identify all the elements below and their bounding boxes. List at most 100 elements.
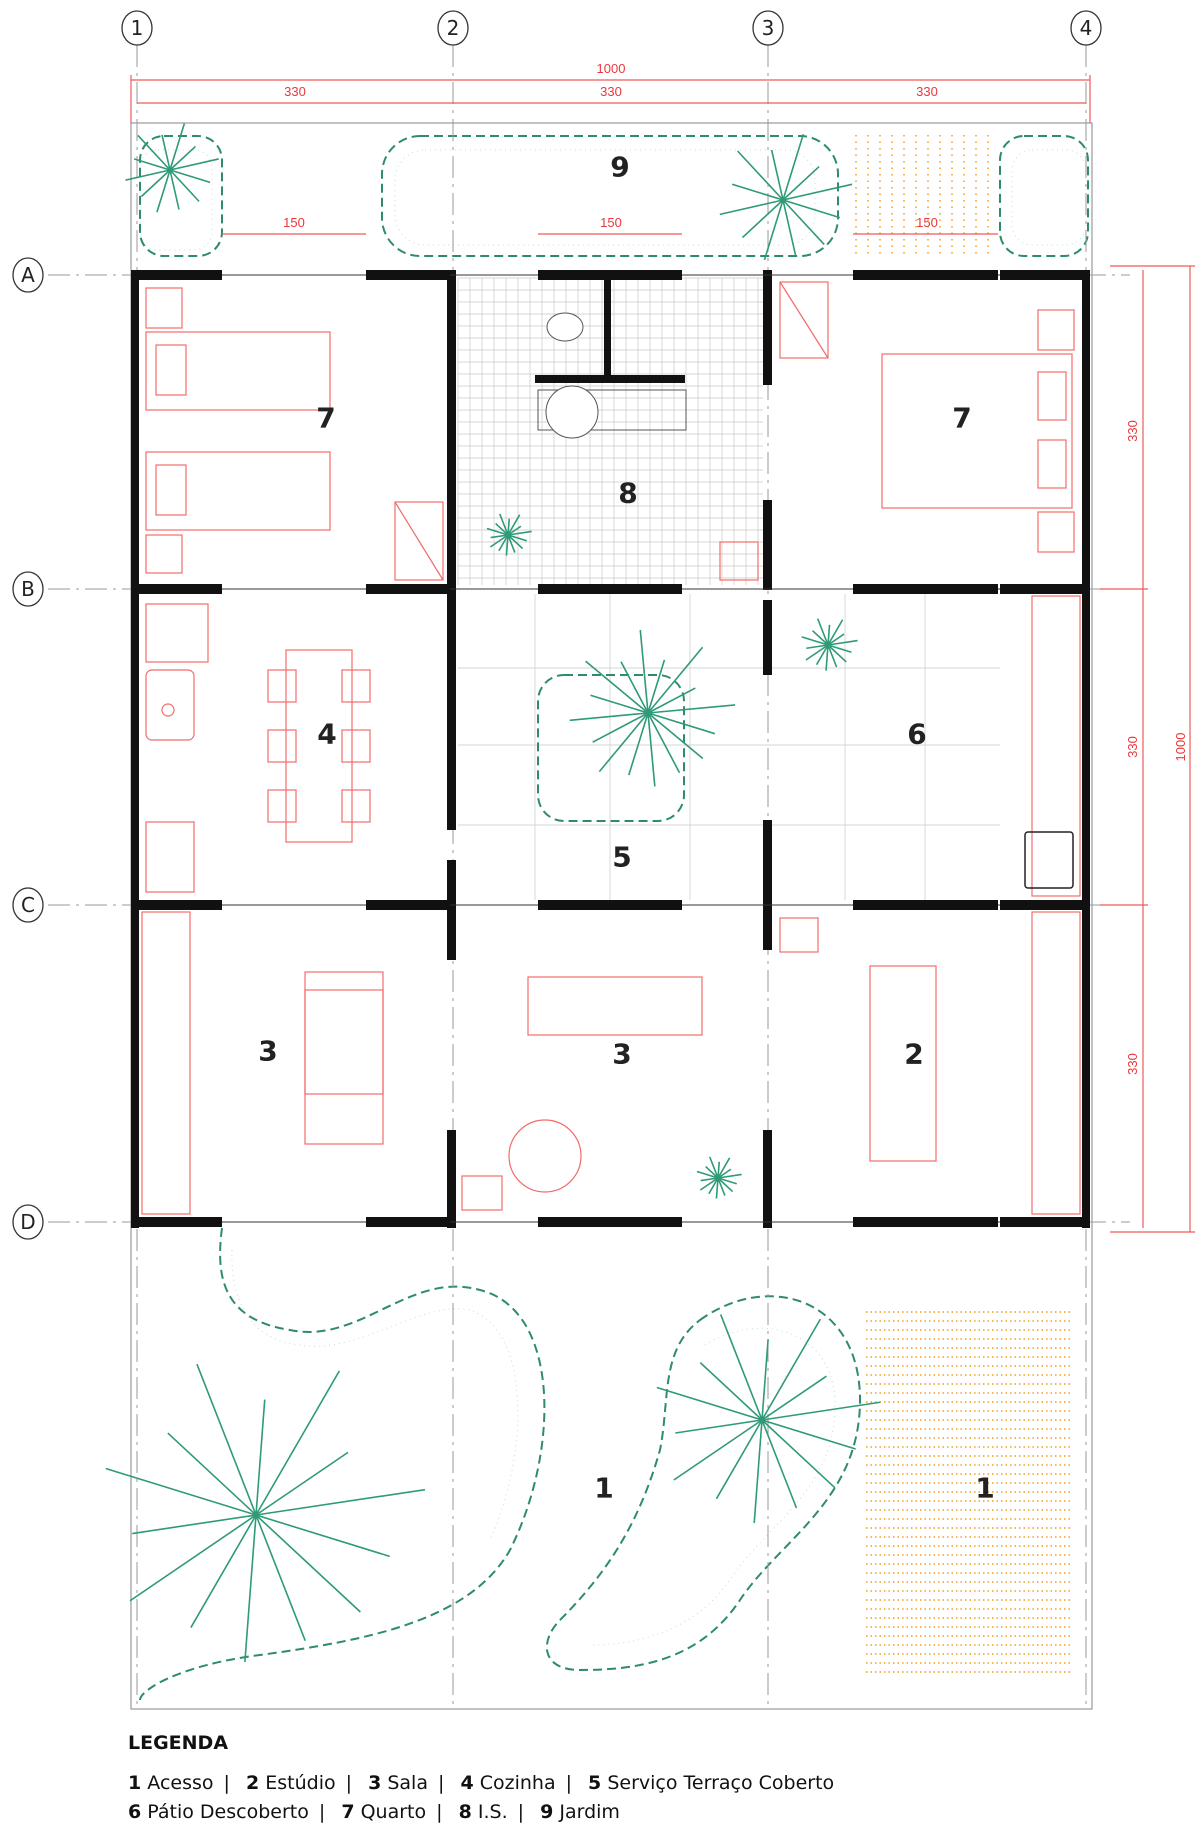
tree-branch [816,618,829,646]
dim-right-bay: 330 [1125,420,1140,442]
dim-garden: 150 [600,215,622,230]
tree-branch [507,518,511,536]
grid-label: 1 [131,16,144,40]
gravel-area [855,135,1072,1673]
wall-segment [131,584,222,594]
wall-segment [131,900,222,910]
tree-branch [161,134,171,171]
tree-branch [741,199,784,239]
grid-bubble-4: 4 [1070,10,1102,46]
tree-branch [495,522,509,536]
dim-top-bay: 330 [284,84,306,99]
tree-branch [628,712,649,776]
furniture [141,281,1081,1215]
tree-branch [761,1419,836,1489]
tree-branch [699,1177,719,1191]
wall-segment [366,900,450,910]
room-label-2: 2 [904,1038,923,1071]
grid-label: D [20,1210,35,1234]
tree-branch [639,630,649,714]
legend-item: 3 Sala [368,1772,428,1794]
dim-top-bay: 330 [916,84,938,99]
grid-label: 4 [1080,16,1093,40]
tree-branch [717,1157,731,1179]
tree-branch [592,712,649,743]
tree-branch [169,169,200,202]
tree-branch [196,1363,257,1516]
tree-branch [490,534,509,539]
wall-segment [853,1217,998,1227]
trees [105,123,881,1663]
wall-segment [763,820,772,950]
tree-branch [717,1173,742,1179]
tree-branch [770,149,784,201]
wall-segment [538,1217,682,1227]
grid-bubble-B: B [12,571,44,607]
tree-branch [715,1419,763,1500]
tree-branch [507,534,524,550]
grid-bubble-C: C [12,887,44,923]
wall-segment [1082,270,1090,1228]
tree-branch [105,1467,257,1516]
tree-branch [129,1514,257,1602]
tree-branch [782,199,841,219]
tree-branch [169,158,219,171]
tree-branch [806,644,829,650]
tree-branch [719,199,784,216]
tree-branch [753,1419,763,1523]
wall-segment [853,270,998,280]
room-label-4: 4 [317,718,336,751]
tree-branch [132,1514,257,1535]
legend-line-1: 1 Acesso| 2 Estúdio| 3 Sala| 4 Cozinha| … [128,1772,835,1794]
tree-branch [255,1370,341,1516]
tree-branch [133,158,171,171]
tree-branch [708,1156,719,1179]
room-label-1: 1 [975,1472,994,1505]
tree-branch [156,169,171,213]
tree-branch [244,1514,257,1663]
room-label-7: 7 [316,402,335,435]
grid-label: 2 [447,16,460,40]
bathroom-tiles [457,277,763,585]
tree-branch [717,1168,732,1179]
legend-item: 9 Jardim [540,1801,620,1823]
tree-branch [761,1401,881,1421]
tree-branch [717,1177,734,1193]
tree-branch [569,712,649,722]
tree-branch [486,527,509,536]
tree-branch [647,712,681,774]
tree-branch [255,1514,361,1613]
tree-branch [647,659,666,714]
tree-branch [782,199,797,257]
tree-branch [782,165,820,201]
tree-branch [699,1362,763,1421]
tree-branch [761,1339,769,1421]
wall-segment [1000,270,1090,280]
room-label-3: 3 [612,1038,631,1071]
grid-bubble-A: A [12,257,44,293]
grid-label: A [21,263,35,287]
wall-segment [1000,584,1090,594]
wall-segment [853,900,998,910]
tree-branch [169,169,180,210]
tree-branch [761,1375,827,1421]
wall-segment [366,584,450,594]
tree-branch [647,704,736,714]
tree-branch [505,534,509,556]
tree-branch [498,513,509,536]
grid-bubble-3: 3 [752,10,784,46]
tree-branch [255,1514,390,1558]
room-label-5: 5 [612,841,631,874]
dim-right-bay: 330 [1125,736,1140,758]
tree-branch [737,150,784,201]
tree-branch [717,1161,721,1179]
terrace-tiles [458,594,1000,900]
tree-branch [125,169,171,181]
wall-segment [366,270,450,280]
wall-segment [763,1130,772,1228]
room-label-3: 3 [258,1035,277,1068]
tree-branch [137,134,171,171]
tree-branch [696,1170,719,1179]
legend-item: 5 Serviço Terraço Coberto [588,1772,835,1794]
